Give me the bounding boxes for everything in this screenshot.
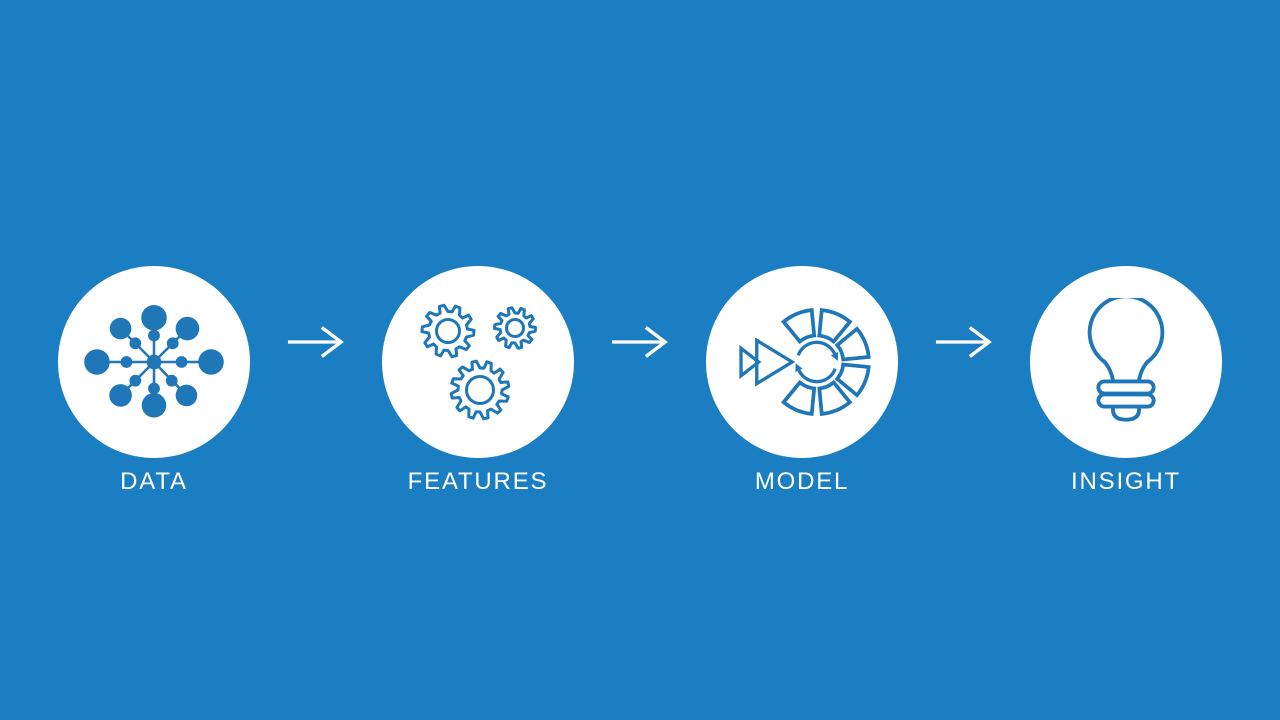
data-network-icon — [84, 304, 224, 418]
step-label-data: DATA — [120, 468, 188, 495]
step-label-model: MODEL — [754, 468, 850, 495]
step-circle-features — [382, 266, 574, 458]
lightbulb-icon — [1087, 298, 1165, 422]
step-circle-model — [706, 266, 898, 458]
flow-arrow-icon — [287, 326, 344, 358]
step-label-features: FEATURES — [407, 468, 549, 495]
pipeline-step-features: FEATURES — [382, 266, 574, 496]
pipeline-diagram: DATA FEATURES — [58, 266, 1222, 496]
step-circle-data — [58, 266, 250, 458]
model-cycle-icon — [739, 308, 871, 416]
pipeline-step-insight: INSIGHT — [1030, 266, 1222, 496]
gears-icon — [420, 303, 537, 421]
flow-arrow-icon — [935, 326, 992, 358]
pipeline-step-data: DATA — [58, 266, 250, 496]
pipeline-step-model: MODEL — [706, 266, 898, 496]
step-circle-insight — [1030, 266, 1222, 458]
step-label-insight: INSIGHT — [1071, 468, 1181, 495]
flow-arrow-icon — [611, 326, 668, 358]
